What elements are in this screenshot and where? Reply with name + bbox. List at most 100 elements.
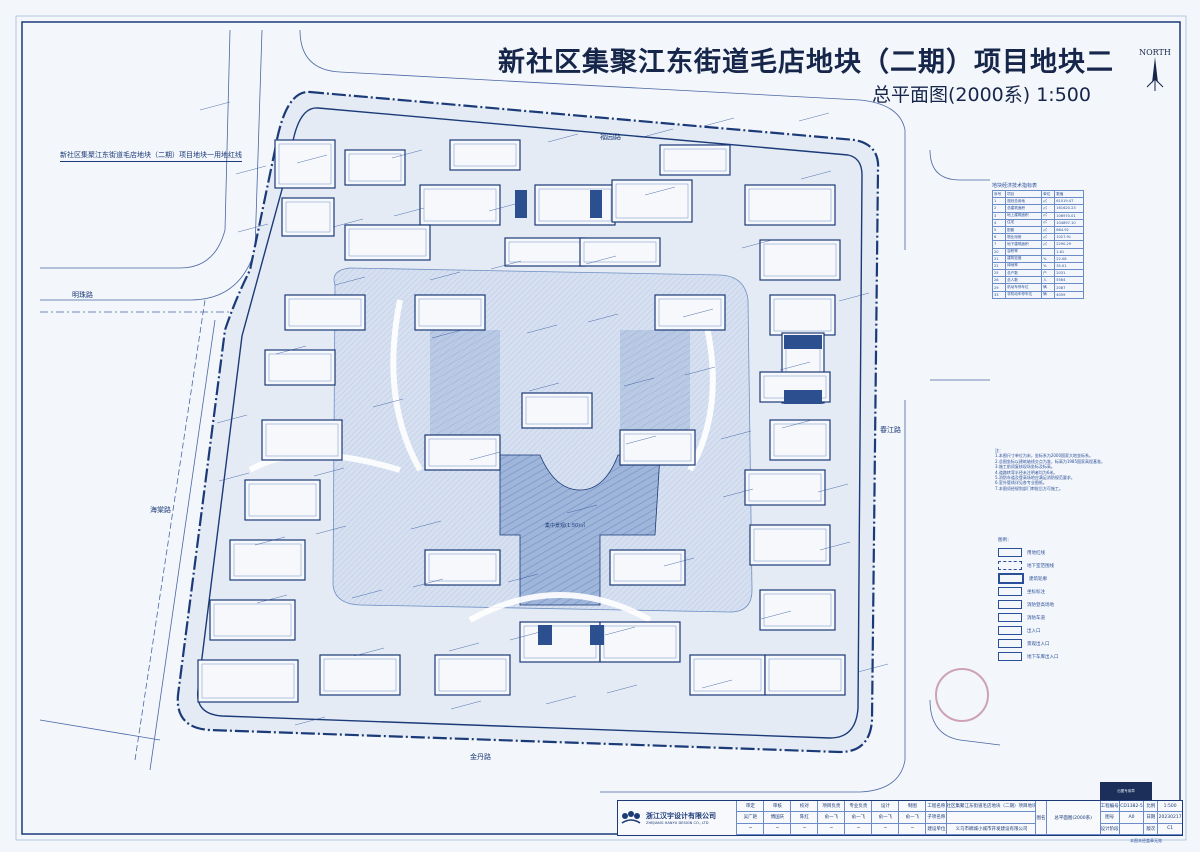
table-cell: 3: [991, 211, 1007, 220]
note-line: 3.施工前须复核现场坐标及标高。: [995, 464, 1055, 470]
leader-line: [644, 186, 676, 196]
table-cell: %: [1041, 261, 1056, 271]
table-cell: 容积率: [1005, 247, 1043, 256]
signature: ~: [737, 824, 764, 835]
residential-building: [229, 539, 306, 581]
residential-building: [579, 237, 661, 267]
legend-label: 出入口: [1027, 628, 1041, 634]
scale-label: 比例: [1144, 801, 1158, 813]
leader-line: [216, 414, 248, 424]
leader-line: [741, 239, 773, 249]
leader-line: [585, 255, 617, 265]
table-cell: ㎡: [1041, 225, 1056, 235]
buildings-layer: [197, 139, 846, 703]
table-row: 序号项目单位数值: [991, 189, 1084, 199]
legend-item: 用地红线: [998, 546, 1118, 559]
legend-swatch: [998, 652, 1022, 661]
leader-line: [684, 366, 716, 376]
role-label: 校对: [791, 801, 818, 813]
residential-building: [209, 599, 296, 641]
leader-line: [587, 313, 619, 323]
road-label: 海棠路: [150, 506, 171, 514]
sheet-border: [21, 21, 1181, 835]
residential-building: [689, 654, 766, 696]
table-cell: 总人数: [1005, 276, 1043, 285]
date-label: 日期: [1144, 812, 1158, 824]
signature: ~: [791, 824, 818, 835]
leader-line: [254, 536, 286, 546]
version: C1: [1158, 824, 1182, 835]
legend-item: 建筑轮廓: [998, 572, 1118, 585]
road-label: 春江路: [880, 426, 901, 434]
residential-building: [261, 419, 343, 461]
table-cell: 161620.23: [1054, 204, 1084, 213]
table-cell: 配套: [1005, 225, 1043, 235]
table-cell: 辆: [1041, 283, 1056, 292]
legend-swatch: [998, 600, 1022, 609]
leader-line: [372, 398, 404, 408]
client-value: 义乌市稠城小城市开发建设有限公司: [947, 824, 1036, 835]
leader-line: [393, 207, 425, 217]
residential-building: [744, 184, 836, 226]
company-logo-icon: [621, 811, 641, 824]
stair-core: [538, 625, 552, 645]
table-cell: 规划总用地: [1005, 197, 1043, 206]
residential-building: [769, 419, 831, 461]
residential-building: [749, 524, 831, 566]
leader-line: [315, 525, 347, 535]
signoff-cell: 制图俞一飞~: [899, 801, 927, 835]
note-line: 6.室外管线详见各专业图纸。: [995, 480, 1047, 486]
residential-building: [599, 621, 681, 663]
table-cell: ㎡: [1041, 218, 1056, 227]
sub-label: 子项名称: [926, 812, 947, 824]
leader-line: [296, 154, 328, 164]
table-cell: 35.01: [1054, 261, 1084, 271]
table-cell: 4059: [1054, 290, 1084, 299]
plaza-label: 集中景观(1:50)㎡: [545, 523, 586, 529]
table-cell: 106970.01: [1054, 211, 1084, 220]
table-cell: [1041, 247, 1056, 256]
legend-swatch: [998, 587, 1022, 596]
role-label: 制图: [899, 801, 926, 813]
residential-building: [519, 621, 601, 663]
table-cell: ㎡: [1041, 240, 1056, 249]
leader-line: [351, 589, 383, 599]
size: A0: [1119, 812, 1144, 824]
leader-line: [779, 361, 811, 371]
leader-line: [838, 292, 870, 302]
table-cell: 2: [991, 204, 1007, 213]
leader-line: [760, 610, 792, 620]
table-cell: 33: [991, 290, 1007, 299]
redline-label: 新社区集聚江东街道毛店地块（二期）项目地块一用地红线: [60, 150, 242, 162]
table-cell: 22.08: [1054, 254, 1084, 263]
role-label: 项目负责: [818, 801, 845, 813]
signoff-cell: 审核傅国庆~: [764, 801, 792, 835]
drawing-label: 图名: [1036, 801, 1046, 835]
legend-swatch: [998, 626, 1022, 635]
north-label: NORTH: [1139, 48, 1171, 57]
leader-line: [429, 271, 461, 281]
residential-building: [449, 139, 521, 171]
table-cell: 辆: [1041, 290, 1056, 299]
stair-core: [784, 390, 822, 404]
table-cell: 2031: [1054, 269, 1084, 278]
table-cell: 21: [991, 254, 1007, 263]
residential-building: [521, 392, 593, 429]
signature: ~: [818, 824, 845, 835]
residential-building: [764, 654, 846, 696]
residential-building: [504, 237, 586, 267]
table-cell: 人: [1041, 276, 1056, 285]
table-cell: 绿地率: [1005, 261, 1043, 271]
legend-label: 地下车库出入口: [1027, 654, 1059, 660]
residential-building: [274, 139, 336, 189]
role-name: 俞一飞: [818, 812, 845, 824]
table-cell: 61019.47: [1054, 197, 1084, 206]
residential-building: [744, 469, 826, 506]
legend-item: 出入口: [998, 624, 1118, 637]
table-cell: 2290.29: [1054, 240, 1084, 249]
